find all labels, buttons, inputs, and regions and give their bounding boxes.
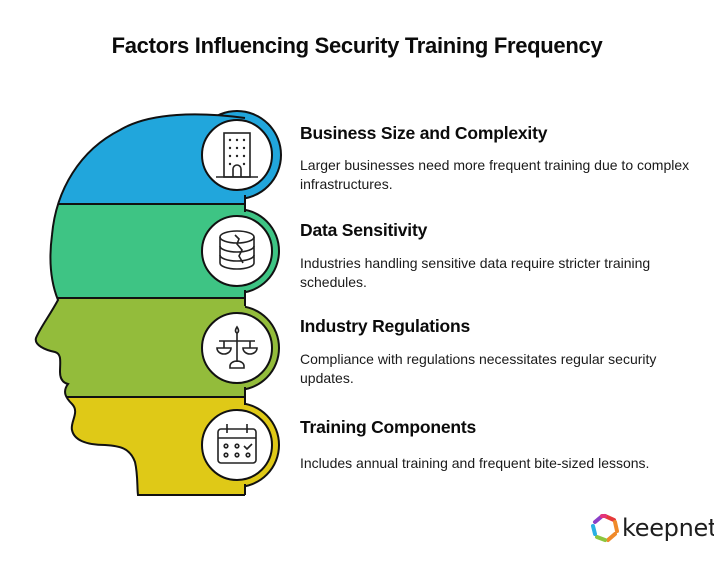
factor-description: Industries handling sensitive data requi… <box>300 255 651 290</box>
keepnet-logo: keepnet <box>590 513 714 543</box>
factor-industry-regulations: Industry Regulations Compliance with reg… <box>300 316 700 388</box>
scales-of-justice-icon <box>216 325 258 369</box>
page-title: Factors Influencing Security Training Fr… <box>111 33 603 58</box>
factor-description: Compliance with regulations necessitates… <box>300 351 657 386</box>
office-building-icon <box>216 132 258 178</box>
factor-business-size: Business Size and Complexity Larger busi… <box>300 123 700 194</box>
factor-heading: Data Sensitivity <box>300 220 428 240</box>
factor-heading: Training Components <box>300 417 477 437</box>
brand-name: keepnet <box>622 514 714 542</box>
cracked-database-icon <box>219 230 255 270</box>
icon-circle-regulations <box>201 312 273 384</box>
keepnet-logo-icon <box>591 514 619 542</box>
icon-circle-training <box>201 409 273 481</box>
factor-data-sensitivity: Data Sensitivity Industries handling sen… <box>300 220 700 292</box>
icon-circle-data <box>201 215 273 287</box>
factor-description: Larger businesses need more frequent tra… <box>300 157 690 192</box>
factor-training-components: Training Components Includes annual trai… <box>300 417 700 473</box>
calendar-check-icon <box>217 424 257 464</box>
factor-heading: Industry Regulations <box>300 316 471 336</box>
icon-circle-business <box>201 119 273 191</box>
factor-description: Includes annual training and frequent bi… <box>300 455 650 471</box>
factor-heading: Business Size and Complexity <box>300 123 548 143</box>
